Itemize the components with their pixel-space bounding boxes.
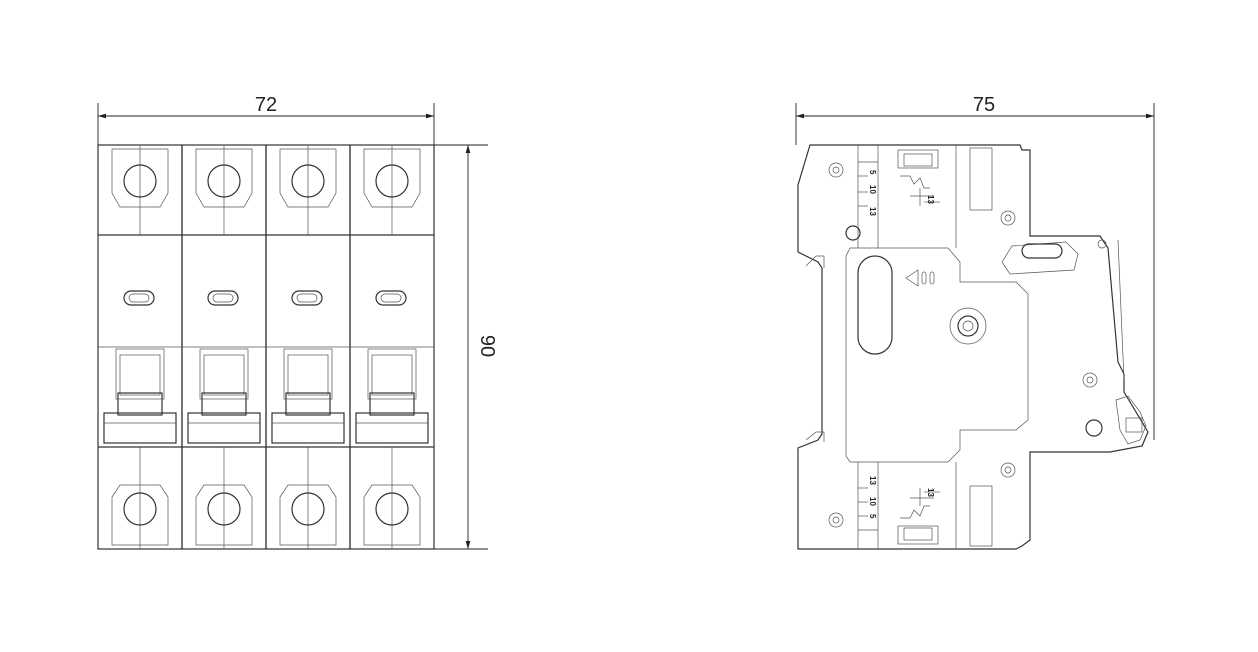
pole-3 (265, 144, 351, 550)
din-clip-top (805, 255, 825, 268)
width-dimension-label: 72 (255, 94, 277, 116)
pole-1 (97, 144, 183, 550)
bottom-scale-13: 13 (868, 476, 877, 485)
bottom-scale-10: 10 (868, 497, 877, 506)
pole-2 (181, 144, 267, 550)
front-view: 72 90 (97, 94, 498, 550)
top-scale-13: 13 (868, 207, 877, 216)
din-clip-bottom (805, 431, 825, 442)
bottom-scale-5: 5 (868, 514, 877, 519)
top-scale-5: 5 (868, 170, 877, 175)
depth-dimension-label: 75 (973, 94, 995, 116)
pole-4 (349, 144, 435, 550)
top-marker-label: 13 (926, 195, 935, 204)
bottom-marker-label: 13 (926, 488, 935, 497)
height-dimension-label: 90 (476, 335, 498, 357)
side-view: 13 5 10 13 13 13 10 5 (795, 94, 1155, 550)
side-outline (797, 144, 1149, 550)
inner-plate (845, 247, 1029, 463)
top-scale-10: 10 (868, 185, 877, 194)
